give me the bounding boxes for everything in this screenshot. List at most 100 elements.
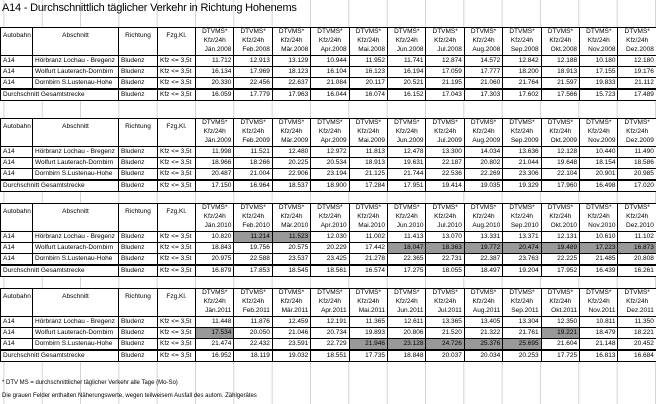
- autobahn-cell: A14: [0, 231, 33, 243]
- dtv-label: DTVMS*: [355, 289, 381, 297]
- unit-label: Kfz/24h: [318, 36, 341, 44]
- average-value-cell: 17.284: [348, 179, 389, 192]
- approx-value-cell: 25.376: [463, 338, 504, 351]
- unit-label: Kfz/24h: [357, 297, 380, 305]
- empty-cell: [32, 45, 119, 56]
- dtv-label: DTVMS*: [317, 204, 343, 212]
- section-cell: Dornbirn S.Lustenau-Hohe: [32, 253, 119, 266]
- value-cell: 18.479: [579, 327, 619, 339]
- dtv-label: DTVMS*: [624, 28, 650, 36]
- average-value-cell: 17.566: [540, 88, 581, 101]
- col-fzg: Fzg.Kl.: [157, 288, 196, 306]
- value-cell: 21.474: [194, 338, 235, 351]
- value-cell: 20.734: [310, 327, 350, 339]
- col-richtung: Richtung: [118, 288, 158, 306]
- unit-label: Kfz/24h: [280, 127, 303, 135]
- approx-value-cell: 18.363: [425, 242, 465, 254]
- unit-label: Kfz/24h: [549, 297, 572, 305]
- section-cell: Wolfurt Lauterach-Dornbirn: [32, 242, 119, 254]
- vehicle-class-cell: Kfz <= 3,5t: [157, 88, 196, 101]
- col-dtv: DTVMS*Kfz/24h: [387, 288, 427, 306]
- dtv-label: DTVMS*: [547, 119, 573, 127]
- unit-label: Kfz/24h: [549, 127, 572, 135]
- average-value-cell: 17.960: [540, 179, 581, 192]
- month-label: Mär.2011: [271, 306, 312, 317]
- vehicle-class-cell: Kfz <= 3,5t: [157, 253, 196, 266]
- dtv-label: DTVMS*: [432, 119, 458, 127]
- dtv-label: DTVMS*: [470, 204, 497, 212]
- col-richtung: Richtung: [118, 118, 158, 136]
- dtv-label: DTVMS*: [394, 28, 420, 36]
- value-cell: 20.229: [310, 242, 350, 254]
- autobahn-cell: A14: [0, 146, 33, 158]
- autobahn-cell: A14: [0, 168, 33, 181]
- empty-cell: [32, 136, 119, 147]
- vehicle-class-cell: Kfz <= 3,5t: [157, 55, 196, 67]
- value-cell: 13.129: [271, 55, 312, 67]
- month-label: Dez.2011: [617, 306, 656, 317]
- value-cell: 12.459: [271, 316, 312, 328]
- value-cell: 20.225: [271, 157, 312, 169]
- empty-cell: [118, 45, 158, 56]
- dtv-label: DTVMS*: [240, 204, 266, 212]
- average-value-cell: 19.035: [463, 179, 504, 192]
- month-label: Apr.2010: [310, 221, 350, 232]
- average-value-cell: 16.044: [310, 88, 350, 101]
- dtv-label: DTVMS*: [278, 204, 305, 212]
- month-label: Feb.2009: [233, 136, 273, 147]
- month-label: Aug.2008: [463, 45, 504, 56]
- dtv-label: DTVMS*: [394, 289, 420, 297]
- col-dtv: DTVMS*Kfz/24h: [579, 27, 619, 45]
- direction-cell: Bludenz: [118, 316, 158, 328]
- col-autobahn: Autobahn: [0, 288, 33, 306]
- empty-cell: [0, 306, 33, 317]
- month-label: Dez.2009: [617, 136, 656, 147]
- value-cell: 12.913: [233, 55, 273, 67]
- col-dtv: DTVMS*Kfz/24h: [271, 288, 312, 306]
- col-dtv: DTVMS*Kfz/24h: [463, 27, 504, 45]
- empty-cell: [0, 136, 33, 147]
- average-value-cell: 17.735: [348, 349, 389, 362]
- value-cell: 18.966: [194, 157, 235, 169]
- empty-cell: [118, 306, 158, 317]
- vehicle-class-cell: Kfz <= 3,5t: [157, 327, 196, 339]
- value-cell: 20.806: [387, 327, 427, 339]
- value-cell: 12.480: [271, 146, 312, 158]
- average-value-cell: 16.074: [348, 88, 389, 101]
- unit-label: Kfz/24h: [510, 297, 533, 305]
- unit-label: Kfz/24h: [318, 127, 341, 135]
- vehicle-class-cell: Kfz <= 3,5t: [157, 77, 196, 90]
- unit-label: Kfz/24h: [510, 127, 533, 135]
- value-cell: 14.034: [463, 146, 504, 158]
- dtv-label: DTVMS*: [624, 289, 650, 297]
- dtv-label: DTVMS*: [278, 289, 305, 297]
- col-dtv: DTVMS*Kfz/24h: [617, 288, 656, 306]
- month-label: Aug.2010: [463, 221, 504, 232]
- col-fzg: Fzg.Kl.: [157, 27, 196, 45]
- empty-cell: [0, 45, 33, 56]
- value-cell: 22.104: [540, 168, 581, 181]
- footnote-gray-cells: Die grauen Felder enthalten Näherungswer…: [2, 393, 257, 399]
- value-cell: 18.266: [233, 157, 273, 169]
- value-cell: 20.575: [271, 242, 312, 254]
- value-cell: 22.387: [463, 253, 504, 266]
- month-label: Feb.2011: [233, 306, 273, 317]
- value-cell: 17.969: [233, 66, 273, 78]
- direction-cell: Bludenz: [118, 168, 158, 181]
- unit-label: Kfz/24h: [549, 36, 572, 44]
- month-label: Aug.2009: [463, 136, 504, 147]
- value-cell: 13.636: [502, 146, 542, 158]
- value-cell: 23.425: [310, 253, 350, 266]
- value-cell: 20.330: [194, 77, 235, 90]
- month-label: Jun.2011: [387, 306, 427, 317]
- value-cell: 11.413: [387, 231, 427, 243]
- value-cell: 12.842: [502, 55, 542, 67]
- value-cell: 12.350: [540, 316, 581, 328]
